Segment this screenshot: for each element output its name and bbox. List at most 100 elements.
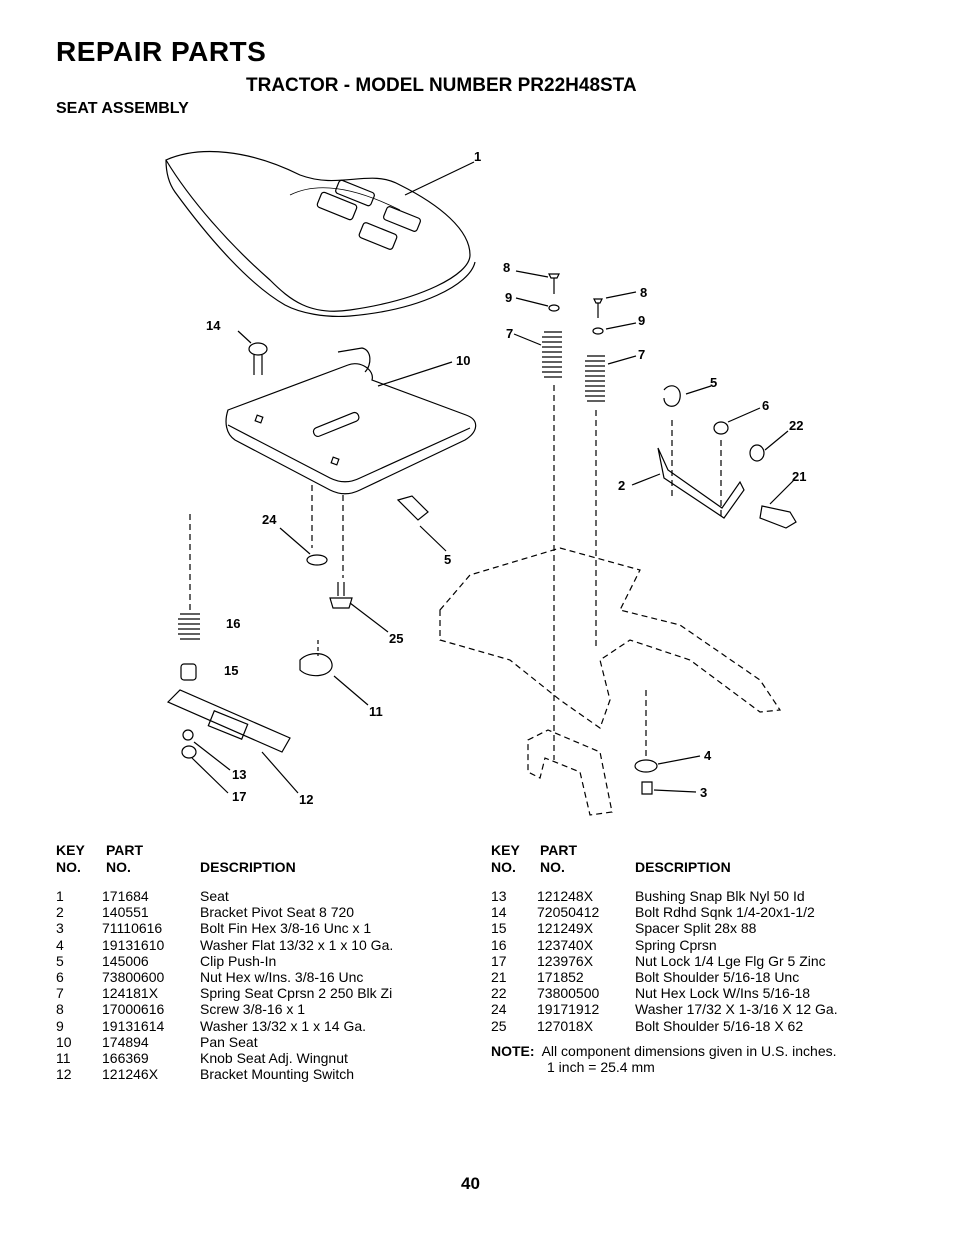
- key-number: 21: [491, 968, 507, 985]
- key-number: 9: [56, 1017, 64, 1034]
- header-part-no: NO.: [540, 859, 565, 875]
- washer-bolt-bottom: [634, 690, 701, 795]
- seat-assembly-diagram: 1 8 9 7 8 9 7 14 10 5 6 22 2 21 24 5 16 …: [165, 149, 806, 816]
- key-number: 4: [56, 936, 64, 953]
- part-number: 145006: [102, 952, 149, 969]
- part-description: Clip Push-In: [200, 952, 277, 969]
- bolt-14-part: [237, 330, 268, 375]
- part-description: Seat: [200, 888, 229, 904]
- callout-21: 21: [792, 469, 806, 484]
- key-number: 25: [491, 1017, 507, 1034]
- part-number: 73800500: [537, 985, 600, 1002]
- key-number: 10: [56, 1033, 72, 1050]
- header-key-no: NO.: [56, 859, 81, 875]
- seat-part: [165, 151, 476, 318]
- part-description: Nut Hex Lock W/Ins 5/16-18: [635, 985, 811, 1002]
- part-number: 73800600: [102, 968, 165, 985]
- callout-12: 12: [299, 792, 313, 807]
- header-key: KEY: [56, 842, 85, 858]
- key-number: 1: [56, 888, 64, 904]
- part-number: 121248X: [537, 888, 594, 904]
- part-number: 140551: [102, 904, 149, 921]
- note-line-1: All component dimensions given in U.S. i…: [541, 1043, 837, 1059]
- header-part: PART: [106, 842, 144, 858]
- key-number: 12: [56, 1066, 72, 1083]
- table-row: 8 17000616 Screw 3/8-16 x 1: [56, 1001, 456, 1017]
- callout-8b: 8: [640, 285, 647, 300]
- key-number: 17: [491, 952, 507, 969]
- part-number: 17000616: [102, 1001, 165, 1018]
- part-description: Washer 17/32 X 1-3/16 X 12 Ga.: [635, 1001, 838, 1018]
- note: NOTE: All component dimensions given in …: [491, 1043, 837, 1075]
- table-row: 24 19171912 Washer 17/32 X 1-3/16 X 12 Ga.: [491, 1001, 911, 1017]
- part-number: 72050412: [537, 904, 600, 921]
- callout-13: 13: [232, 767, 246, 782]
- callout-3: 3: [700, 785, 707, 800]
- page-title: REPAIR PARTS: [56, 36, 267, 67]
- part-description: Bracket Mounting Switch: [200, 1066, 355, 1083]
- part-number: 121249X: [537, 920, 594, 937]
- callout-5b: 5: [444, 552, 451, 567]
- key-number: 5: [56, 952, 64, 969]
- part-number: 124181X: [102, 985, 159, 1002]
- part-description: Bolt Fin Hex 3/8-16 Unc x 1: [200, 920, 372, 937]
- key-number: 7: [56, 985, 64, 1002]
- callout-5a: 5: [710, 375, 717, 390]
- part-description: Bolt Shoulder 5/16-18 Unc: [635, 968, 800, 985]
- key-number: 11: [56, 1049, 71, 1066]
- key-number: 3: [56, 920, 64, 937]
- page-number: 40: [461, 1174, 480, 1193]
- key-number: 24: [491, 1001, 507, 1018]
- table-row: 9 19131614 Washer 13/32 x 1 x 14 Ga.: [56, 1018, 456, 1034]
- table-row: 10 174894 Pan Seat: [56, 1034, 456, 1050]
- callout-6: 6: [762, 398, 769, 413]
- part-number: 171852: [537, 968, 584, 985]
- key-number: 14: [491, 904, 507, 921]
- callout-25: 25: [389, 631, 403, 646]
- part-description: Pan Seat: [200, 1033, 258, 1050]
- part-description: Washer 13/32 x 1 x 14 Ga.: [200, 1017, 367, 1034]
- key-number: 16: [491, 936, 507, 953]
- part-number: 174894: [102, 1033, 149, 1050]
- header-description: DESCRIPTION: [200, 859, 296, 875]
- table-row: 21 171852 Bolt Shoulder 5/16-18 Unc: [491, 969, 911, 985]
- callout-9b: 9: [638, 313, 645, 328]
- part-description: Bolt Shoulder 5/16-18 X 62: [635, 1017, 804, 1034]
- part-number: 166369: [102, 1049, 149, 1066]
- part-description: Screw 3/8-16 x 1: [200, 1001, 306, 1018]
- key-number: 8: [56, 1001, 64, 1018]
- table-row: 11 166369 Knob Seat Adj. Wingnut: [56, 1050, 456, 1066]
- callout-1: 1: [474, 149, 481, 164]
- part-number: 123976X: [537, 952, 594, 969]
- callout-15: 15: [224, 663, 238, 678]
- part-description: Bracket Pivot Seat 8 720: [200, 904, 355, 921]
- callout-16: 16: [226, 616, 240, 631]
- callout-14: 14: [206, 318, 221, 333]
- callout-2: 2: [618, 478, 625, 493]
- tractor-frame: [439, 547, 782, 816]
- note-line-2: 1 inch = 25.4 mm: [547, 1059, 655, 1075]
- table-row: 5 145006 Clip Push-In: [56, 953, 456, 969]
- part-description: Knob Seat Adj. Wingnut: [200, 1049, 348, 1066]
- springs-screws: [513, 270, 637, 760]
- part-number: 19131614: [102, 1017, 165, 1034]
- callout-22: 22: [789, 418, 803, 433]
- callout-4: 4: [704, 748, 712, 763]
- key-number: 15: [491, 920, 507, 937]
- callout-10: 10: [456, 353, 470, 368]
- part-number: 19171912: [537, 1001, 600, 1018]
- header-description: DESCRIPTION: [635, 859, 731, 875]
